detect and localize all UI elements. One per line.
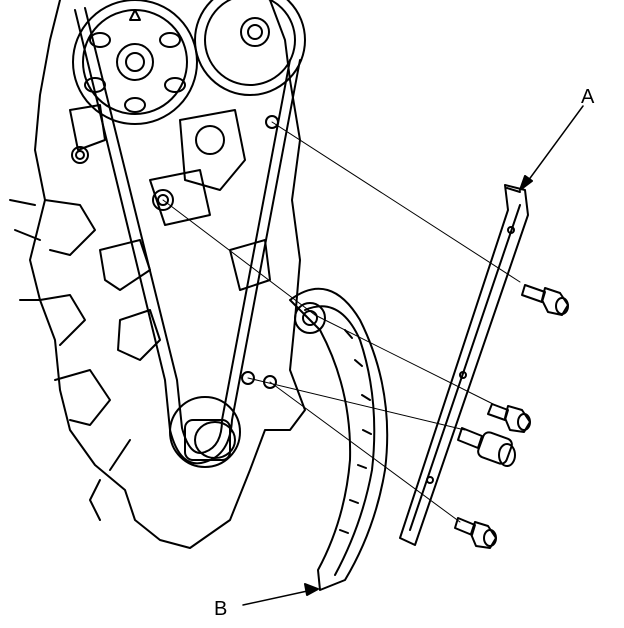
bolt-upper <box>521 284 569 316</box>
engine-block <box>9 0 306 549</box>
callout-label-b: B <box>214 598 227 620</box>
callout-a-leader <box>519 105 584 191</box>
bolt-lower <box>454 517 497 549</box>
callout-b-leader <box>242 583 319 606</box>
timing-chain <box>74 7 301 465</box>
callout-label-a: A <box>581 86 595 108</box>
crank-sprocket <box>169 396 241 468</box>
chain-tensioner-arm <box>289 287 389 591</box>
intake-cam-sprocket <box>72 0 198 125</box>
chain-guide <box>399 184 529 546</box>
block-mounting-holes <box>71 115 279 389</box>
exhaust-cam-sprocket <box>194 0 306 96</box>
bolt-middle <box>487 403 531 433</box>
alignment-leader-lines <box>162 121 521 523</box>
pivot-bolt <box>457 427 516 467</box>
